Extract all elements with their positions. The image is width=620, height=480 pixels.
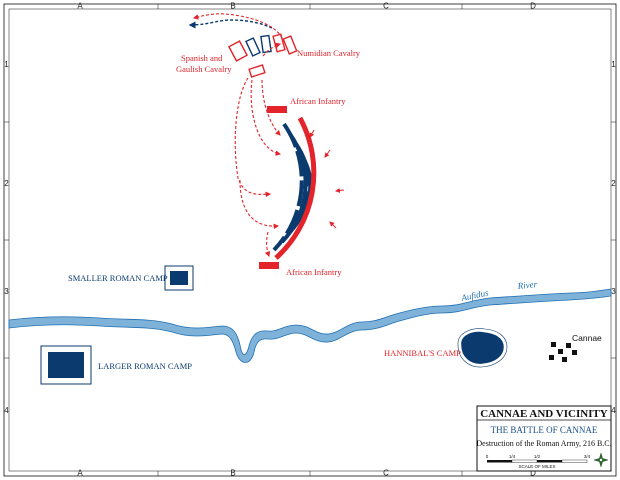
cannae-town (549, 342, 577, 362)
carthaginian-infantry-arc (274, 116, 317, 260)
numidian-cavalry-label: Numidian Cavalry (297, 48, 361, 58)
african-infantry-bottom (259, 262, 279, 269)
grid-row-1-left: 1 (4, 60, 9, 69)
african-infantry-top-label: African Infantry (290, 96, 346, 106)
scale-quarter: 1/4 (509, 454, 516, 459)
grid-col-b-bottom: B (230, 469, 235, 478)
grid-row-3-right: 3 (611, 287, 616, 296)
grid-row-1-right: 1 (611, 60, 616, 69)
title-box: CANNAE AND VICINITY THE BATTLE OF CANNAE… (476, 405, 612, 472)
scale-0: 0 (486, 454, 489, 459)
grid-col-c-top: C (383, 2, 389, 11)
grid-row-4-left: 4 (4, 406, 9, 415)
grid-row-2-left: 2 (4, 179, 9, 188)
roman-cavalry-flight-arrow (188, 19, 273, 29)
grid-row-3-left: 3 (4, 287, 9, 296)
grid-col-b-top: B (230, 2, 235, 11)
hannibal-camp-outline (457, 328, 508, 368)
compass-rose-icon (593, 452, 609, 468)
larger-camp-label: LARGER ROMAN CAMP (98, 361, 192, 371)
roman-cavalry (245, 34, 272, 57)
grid-col-a-bottom: A (77, 469, 83, 478)
scale-bar: 0 1/4 1/2 3/4 SCALE OF MILES (486, 454, 591, 469)
cavalry-movement-arrows (192, 13, 283, 258)
grid-row-4-right: 4 (611, 406, 616, 415)
roman-army-lines (272, 122, 314, 252)
scale-label: SCALE OF MILES (518, 464, 555, 469)
larger-roman-camp (48, 352, 84, 378)
african-infantry-top (267, 106, 287, 113)
title-box-title: CANNAE AND VICINITY (480, 408, 608, 420)
scale-half: 1/2 (534, 454, 541, 459)
grid-col-c-bottom: C (383, 469, 389, 478)
grid-col-d-top: D (530, 2, 536, 11)
map-frame (3, 3, 617, 477)
grid-col-a-top: A (77, 2, 83, 11)
spanish-cavalry-label-1: Spanish and (181, 53, 223, 63)
river-label-river: River (516, 279, 538, 291)
hannibal-camp-label: HANNIBAL'S CAMP (384, 348, 461, 358)
smaller-camp-label: SMALLER ROMAN CAMP (68, 273, 168, 283)
title-box-caption: Destruction of the Roman Army, 216 B.C. (476, 439, 611, 448)
attack-arrows-inward (309, 129, 345, 229)
grid-col-d-bottom: D (530, 469, 536, 478)
african-infantry-bottom-label: African Infantry (286, 267, 342, 277)
scale-three-quarter: 3/4 (584, 454, 591, 459)
grid-ticks (4, 4, 616, 476)
aufidus-river (8, 288, 612, 363)
cannae-label: Cannae (572, 333, 602, 343)
hannibal-camp-shape (461, 331, 504, 364)
spanish-cavalry-label-2: Gaulish Cavalry (176, 64, 232, 74)
grid-row-2-right: 2 (611, 179, 616, 188)
title-box-subtitle: THE BATTLE OF CANNAE (491, 425, 598, 435)
smaller-roman-camp (170, 271, 188, 285)
spanish-gaulish-cavalry (227, 40, 266, 78)
